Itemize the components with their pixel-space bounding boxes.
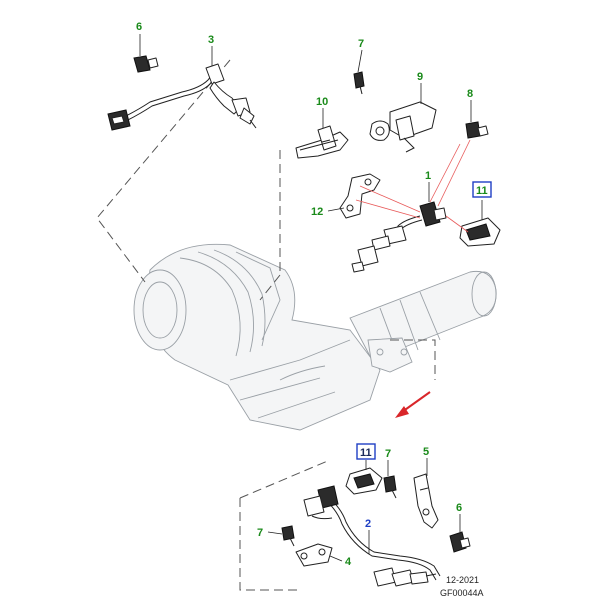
callout-7-top: 7: [358, 38, 364, 50]
part-7-top-bolt: [353, 71, 365, 95]
part-1-sensor: [351, 201, 447, 273]
part-5-bracket: [413, 473, 439, 529]
part-12-bracket: [339, 173, 381, 219]
callout-5: 5: [423, 446, 429, 458]
part-11-top-connector: [459, 217, 501, 247]
callout-11-top: 11: [476, 185, 488, 197]
callout-10: 10: [316, 96, 328, 108]
part-6-top-clip: [133, 55, 159, 73]
callout-9: 9: [417, 71, 423, 83]
part-7-bottom-bolts: [281, 475, 397, 547]
zoom-arrow: [395, 391, 431, 418]
callout-8: 8: [467, 88, 473, 100]
callout-3: 3: [208, 34, 214, 46]
part-6-bottom-connector: [449, 531, 471, 553]
callout-12: 12: [311, 206, 323, 218]
callout-7-bottom-left: 7: [257, 527, 263, 539]
part-4-bracket: [295, 543, 333, 567]
part-2-sensor-harness: [303, 485, 441, 587]
callout-2: 2: [365, 518, 371, 530]
group-outlines: [96, 59, 436, 591]
callout-7-bottom-mid: 7: [385, 448, 391, 460]
callout-4: 4: [345, 556, 352, 568]
callout-1: 1: [425, 170, 431, 182]
footer-date: 12-2021: [446, 575, 479, 585]
part-10-heat-shield: [295, 125, 349, 159]
footer-code: GF00044A: [440, 588, 484, 598]
callout-labels: 6 3 7 9 8 10 1 11 12 11 7 5 6 2 7 4: [136, 21, 492, 568]
part-3-sensor-harness: [107, 63, 257, 131]
leader-lines: [139, 34, 483, 562]
part-8-connector: [465, 121, 489, 139]
part-11-bottom-connector: [345, 467, 383, 495]
callout-11-bottom: 11: [360, 447, 372, 459]
callout-6-bottom: 6: [456, 502, 462, 514]
part-9-bracket: [369, 101, 437, 153]
callout-6-top: 6: [136, 21, 142, 33]
exhaust-assembly-ghost: [133, 243, 497, 431]
